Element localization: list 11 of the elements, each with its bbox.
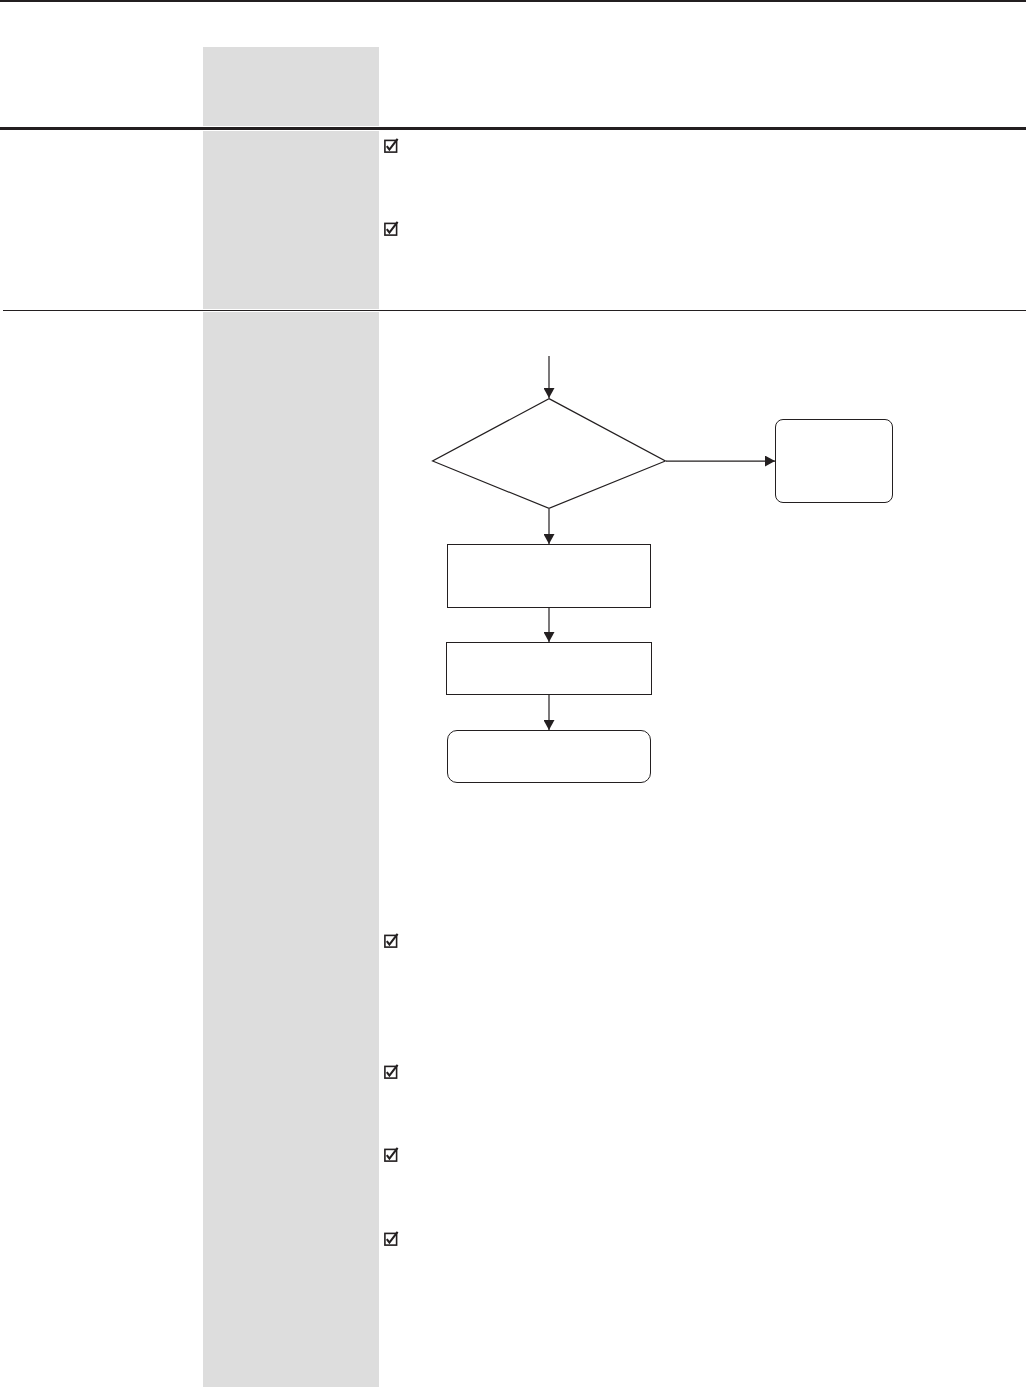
arrow: [543, 607, 555, 643]
rounded-box: [775, 419, 893, 503]
arrow: [543, 508, 555, 545]
arrow: [543, 694, 555, 731]
decision-diamond: [432, 398, 666, 509]
arrow: [543, 355, 555, 399]
arrow: [665, 455, 776, 467]
shaded-band: [203, 47, 379, 1387]
process-box: [446, 642, 652, 695]
rounded-box: [447, 730, 651, 783]
process-box: [447, 544, 651, 608]
